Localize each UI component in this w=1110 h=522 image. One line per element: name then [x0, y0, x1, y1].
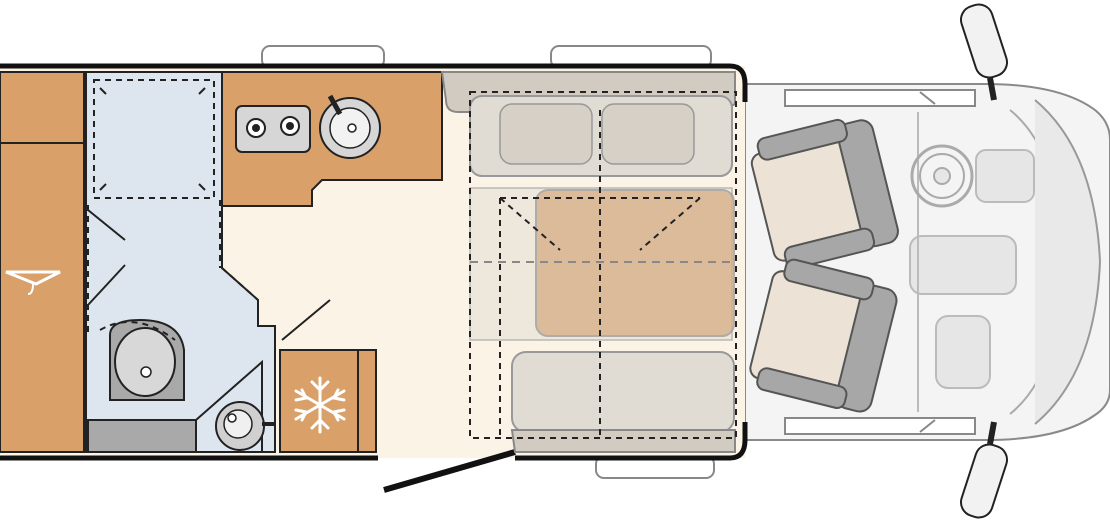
- fridge-snowflake-icon: [294, 376, 346, 434]
- entry-door: [383, 449, 516, 493]
- toilet-cassette: [87, 419, 199, 453]
- dinette: [440, 71, 737, 453]
- mirror-icon: [959, 3, 1009, 101]
- washbasin-icon: [195, 359, 274, 453]
- body-walls: [0, 63, 748, 461]
- mirror-icon: [959, 421, 1009, 519]
- sink-icon: [319, 94, 381, 159]
- windows: [261, 45, 715, 479]
- shower-icon: [93, 79, 215, 199]
- dashboard: [909, 112, 1035, 412]
- dinette-table: [535, 189, 735, 337]
- hob-icon: [235, 105, 311, 153]
- wardrobe: [0, 71, 85, 453]
- swivel-seat-icon: [750, 118, 899, 270]
- swivel-seat-icon: [749, 258, 898, 413]
- toilet-icon: [99, 318, 185, 401]
- hanger-icon: [5, 270, 61, 295]
- steering-wheel-icon: [910, 144, 974, 208]
